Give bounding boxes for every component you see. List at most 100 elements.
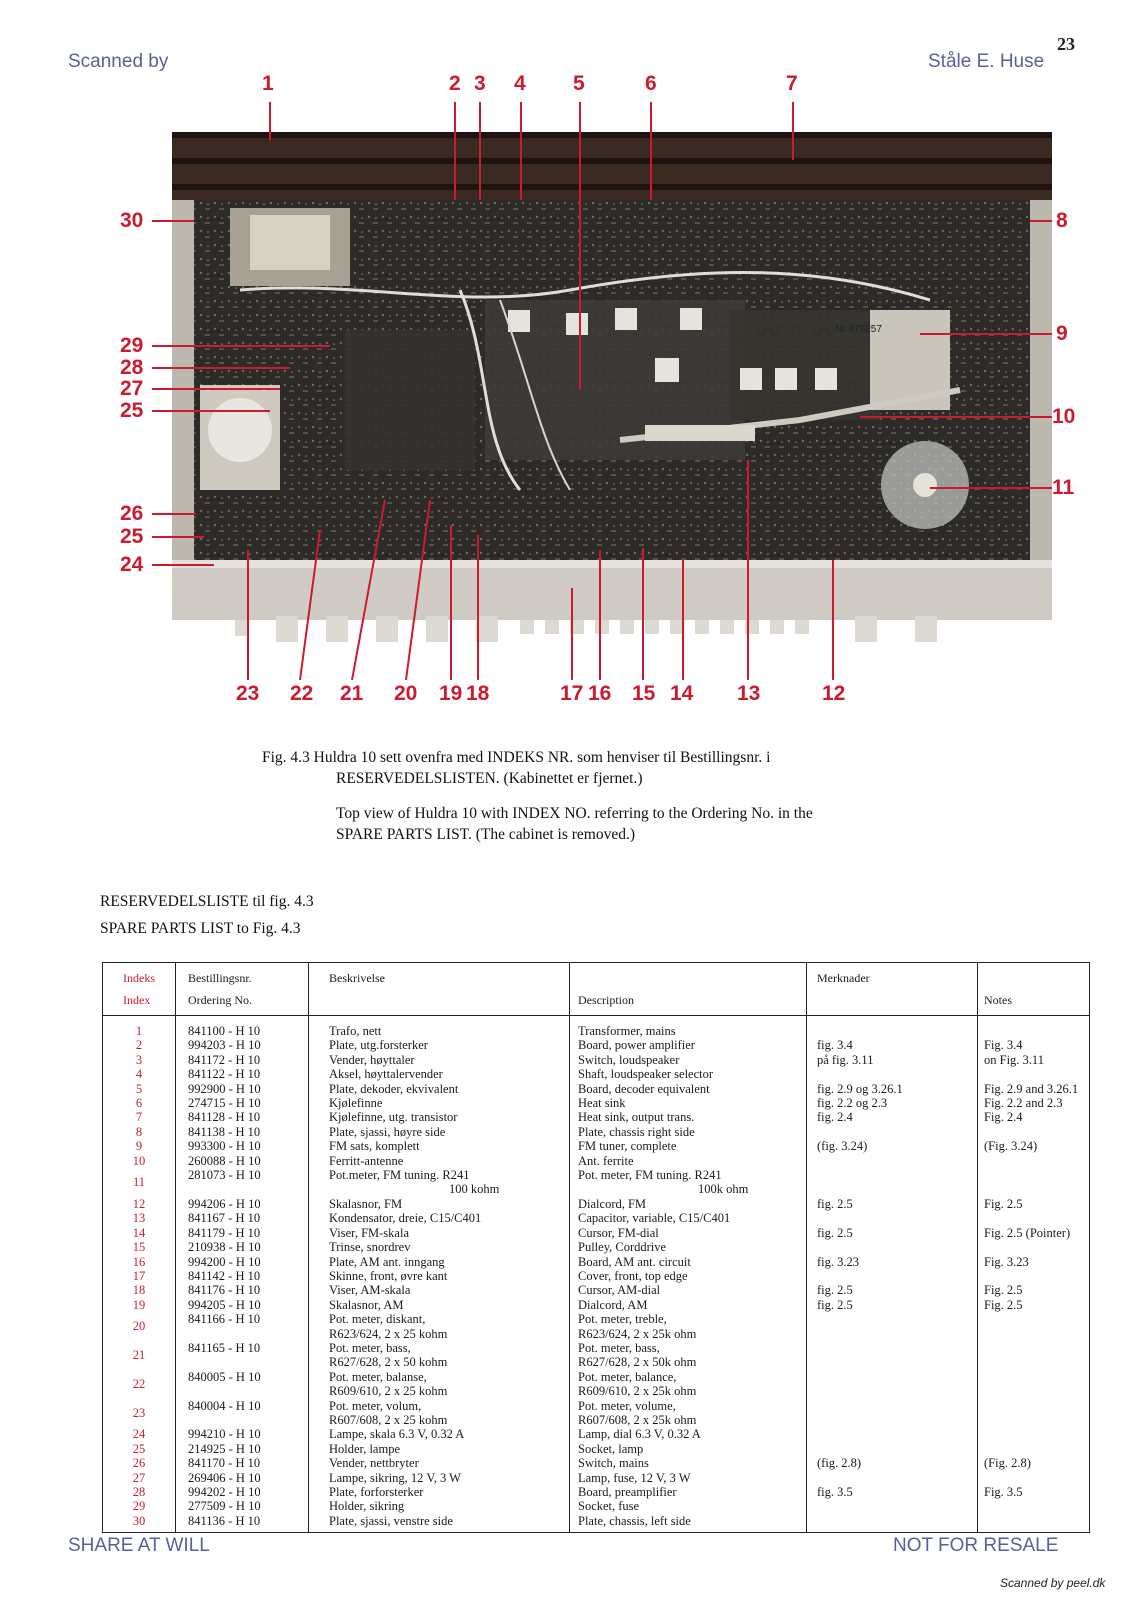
cell-notes: Fig. 3.4	[977, 1038, 1090, 1053]
cell-merknader-text: fig. 2.4	[817, 1110, 853, 1125]
cell-merknader	[806, 1470, 978, 1485]
cell-ordering-no-text: 841165 - H 10	[188, 1340, 261, 1355]
cell-beskrivelse: Trinse, snordrev	[308, 1240, 570, 1255]
callout-29: 29	[120, 334, 144, 357]
cell-beskrivelse-text: Plate, forforsterker	[329, 1485, 424, 1499]
cell-merknader-text: fig. 2.5	[817, 1225, 853, 1240]
cell-beskrivelse-text: Viser, AM-skala	[329, 1283, 411, 1298]
cell-ordering-no: 841179 - H 10	[175, 1225, 309, 1241]
cell-ordering-no-text: 841136 - H 10	[188, 1513, 261, 1528]
cell-merknader: fig. 2.5	[806, 1196, 978, 1212]
cell-description-text-line2: R609/610, 2 x 25k ohm	[578, 1384, 697, 1399]
cell-ordering-no: 841136 - H 10	[175, 1513, 309, 1534]
cell-notes	[977, 1240, 1090, 1255]
cell-ordering-no: 214925 - H 10	[175, 1441, 309, 1457]
cell-index-text: 2	[135, 1038, 143, 1053]
cell-merknader	[806, 1441, 978, 1457]
cell-merknader-text: fig. 2.5	[817, 1196, 853, 1211]
cell-notes: Fig. 2.4	[977, 1110, 1090, 1125]
cell-beskrivelse-text: Plate, utg.forsterker	[329, 1038, 428, 1053]
cell-notes-text: Fig. 2.5	[984, 1196, 1023, 1211]
cell-notes-text: Fig. 2.5	[984, 1297, 1023, 1312]
cell-description: Dialcord, FM	[569, 1196, 807, 1212]
cell-ordering-no-text: 269406 - H 10	[188, 1470, 261, 1485]
table-header-row: Indeks Index Bestillingsnr. Ordering No.…	[102, 962, 1090, 1016]
cell-description: Board, decoder equivalent	[569, 1081, 807, 1097]
cell-merknader	[806, 1312, 978, 1341]
cell-merknader: fig. 2.9 og 3.26.1	[806, 1081, 978, 1097]
cell-description: Heat sink, output trans.	[569, 1110, 807, 1125]
cell-ordering-no-text: 994205 - H 10	[188, 1297, 261, 1312]
cell-beskrivelse: Viser, FM-skala	[308, 1225, 570, 1241]
cell-beskrivelse-text: Pot.meter, FM tuning. R241	[329, 1168, 470, 1183]
cell-index-text: 30	[132, 1513, 146, 1528]
cell-ordering-no-text: 841170 - H 10	[188, 1456, 261, 1471]
cell-description-text: Dialcord, FM	[578, 1196, 647, 1211]
cell-description-text: Ant. ferrite	[578, 1153, 634, 1168]
caption-no-line2: RESERVEDELSLISTEN. (Kabinettet er fjerne…	[336, 770, 643, 787]
cell-notes-text: on Fig. 3.11	[984, 1052, 1044, 1067]
cell-description-text: Board, preamplifier	[578, 1485, 677, 1499]
cell-index: 26	[102, 1456, 176, 1471]
cell-beskrivelse: Trafo, nett	[308, 1015, 570, 1039]
cell-index-text: 25	[132, 1441, 146, 1456]
cell-beskrivelse-text: Plate, AM ant. inngang	[329, 1254, 445, 1269]
cell-description: Board, power amplifier	[569, 1038, 807, 1053]
cell-notes: Fig. 2.2 and 2.3	[977, 1096, 1090, 1111]
cell-notes: (Fig. 2.8)	[977, 1456, 1090, 1471]
cell-index-text: 22	[132, 1376, 146, 1391]
cell-description: Pot. meter, bass,R627/628, 2 x 50k ohm	[569, 1340, 807, 1370]
cell-ordering-no: 210938 - H 10	[175, 1240, 309, 1255]
cell-beskrivelse: Pot. meter, diskant,R623/624, 2 x 25 koh…	[308, 1312, 570, 1341]
cell-description-text: Switch, mains	[578, 1456, 649, 1471]
cell-index: 16	[102, 1254, 176, 1269]
cell-description: Dialcord, AM	[569, 1297, 807, 1313]
cell-description-text: FM tuner, complete	[578, 1139, 677, 1154]
cell-index-text: 27	[132, 1470, 146, 1485]
caption-en-line1: Top view of Huldra 10 with INDEX NO. ref…	[336, 805, 813, 822]
callout-28: 28	[120, 356, 144, 379]
cell-notes	[977, 1369, 1090, 1399]
cell-index: 8	[102, 1124, 176, 1140]
callout-14: 14	[670, 682, 694, 705]
cell-index: 5	[102, 1081, 176, 1097]
cell-description-text: Capacitor, variable, C15/C401	[578, 1211, 731, 1226]
cell-beskrivelse: Viser, AM-skala	[308, 1283, 570, 1298]
callout-4: 4	[514, 72, 526, 95]
cell-description-text: Socket, lamp	[578, 1441, 644, 1456]
cell-index-text: 3	[135, 1052, 143, 1067]
cell-notes	[977, 1168, 1090, 1197]
cell-index-text: 10	[132, 1153, 146, 1168]
cell-ordering-no-text: 277509 - H 10	[188, 1499, 261, 1514]
cell-index-text: 5	[135, 1081, 143, 1096]
callout-16: 16	[588, 682, 612, 705]
cell-ordering-no: 840004 - H 10	[175, 1398, 309, 1428]
cell-beskrivelse: Ferritt-antenne	[308, 1153, 570, 1169]
cell-beskrivelse-text-line2: R623/624, 2 x 25 kohm	[329, 1326, 448, 1341]
cell-notes: Fig. 2.5	[977, 1297, 1090, 1313]
header-beskrivelse: Beskrivelse	[329, 971, 385, 985]
cell-merknader-text: fig. 2.5	[817, 1283, 853, 1298]
header-description: Description	[578, 993, 634, 1007]
cell-notes: Fig. 2.5	[977, 1196, 1090, 1212]
cell-beskrivelse: Kondensator, dreie, C15/C401	[308, 1211, 570, 1226]
cell-notes	[977, 1340, 1090, 1370]
callout-8: 8	[1056, 209, 1068, 232]
cell-beskrivelse: Kjølefinne, utg. transistor	[308, 1110, 570, 1125]
cell-index-text: 20	[132, 1319, 146, 1334]
cell-beskrivelse: Skinne, front, øvre kant	[308, 1268, 570, 1284]
cell-description: Board, preamplifier	[569, 1485, 807, 1500]
cell-index: 21	[102, 1340, 176, 1370]
cell-description: FM tuner, complete	[569, 1139, 807, 1154]
cell-description: Pot. meter, balance,R609/610, 2 x 25k oh…	[569, 1369, 807, 1399]
cell-notes: (Fig. 3.24)	[977, 1139, 1090, 1154]
header-ordering: Ordering No.	[188, 993, 252, 1007]
cell-ordering-no-text: 841100 - H 10	[188, 1024, 261, 1038]
col-merknader: Merknader	[806, 962, 978, 1016]
